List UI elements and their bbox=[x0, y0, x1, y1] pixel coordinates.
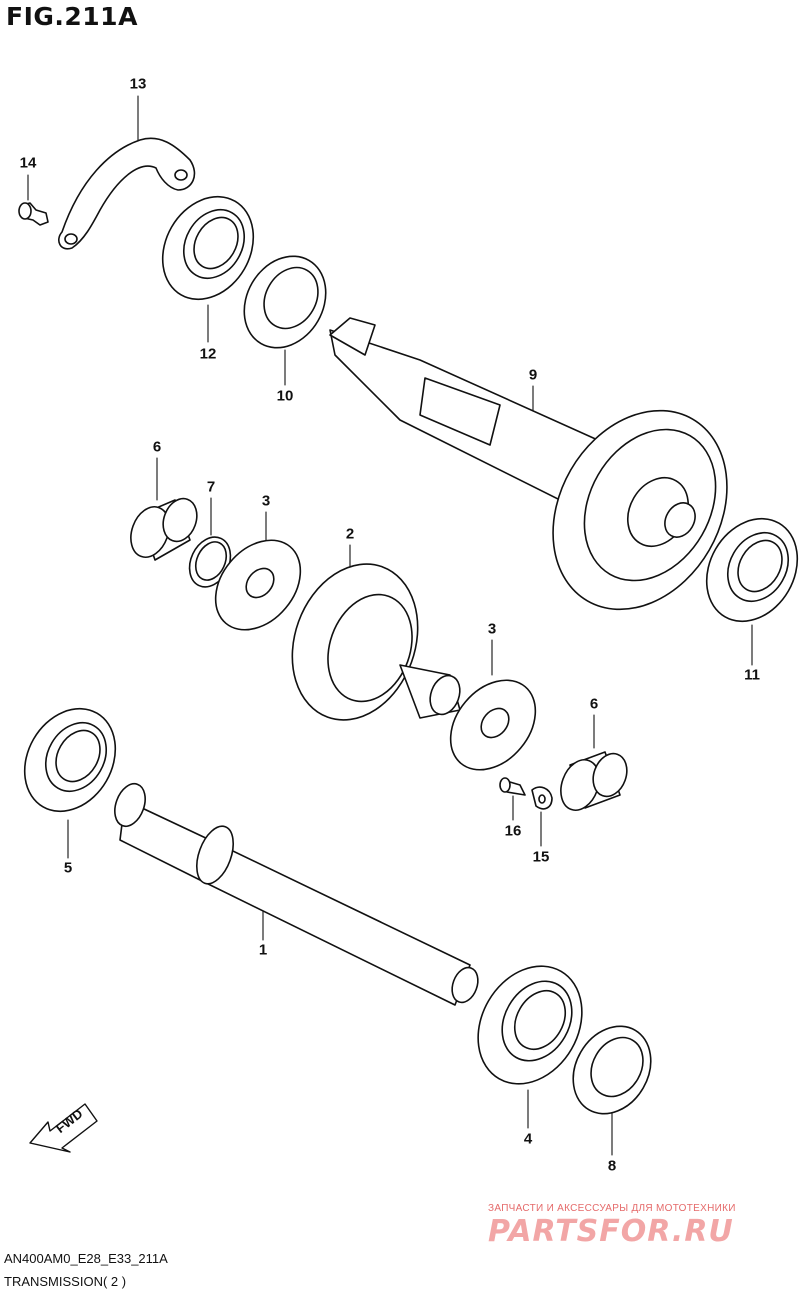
diagram-name: TRANSMISSION( 2 ) bbox=[4, 1274, 127, 1289]
callout-3-upper: 3 bbox=[261, 492, 271, 510]
seal-part-8 bbox=[572, 1025, 652, 1115]
screw-part-16 bbox=[499, 777, 526, 796]
callout-10: 10 bbox=[276, 387, 294, 405]
circlip-part-7 bbox=[188, 536, 232, 588]
callout-4: 4 bbox=[523, 1130, 533, 1148]
watermark-tagline: ЗАПЧАСТИ И АКСЕССУАРЫ ДЛЯ МОТОТЕХНИКИ bbox=[488, 1203, 736, 1214]
callout-13: 13 bbox=[129, 75, 147, 93]
bearing-part-12 bbox=[161, 195, 255, 301]
leader-lines bbox=[27, 95, 753, 1156]
callout-9: 9 bbox=[528, 366, 538, 384]
washer-part-3-lower bbox=[449, 679, 537, 771]
diagram-code: AN400AM0_E28_E33_211A bbox=[4, 1251, 168, 1266]
plate-part-15 bbox=[531, 786, 553, 810]
fwd-arrow: FWD bbox=[29, 1103, 98, 1153]
washer-part-3-upper bbox=[214, 539, 302, 631]
callout-8: 8 bbox=[607, 1157, 617, 1175]
bearing-part-11 bbox=[705, 517, 799, 623]
shaft-part-1 bbox=[114, 782, 479, 1006]
callout-6-upper: 6 bbox=[152, 438, 162, 456]
callout-16: 16 bbox=[504, 822, 522, 840]
callout-15: 15 bbox=[532, 848, 550, 866]
seal-part-10 bbox=[243, 255, 327, 349]
callout-7: 7 bbox=[206, 478, 216, 496]
needle-bearing-part-6-upper bbox=[130, 497, 198, 561]
gear-part-2 bbox=[291, 563, 461, 721]
callout-14: 14 bbox=[19, 154, 37, 172]
bearing-part-4 bbox=[477, 965, 583, 1085]
bracket-part-13 bbox=[58, 137, 196, 250]
screw-part-14 bbox=[18, 202, 49, 226]
shaft-with-gear-part-9 bbox=[329, 317, 728, 611]
callout-11: 11 bbox=[744, 666, 760, 684]
callout-5: 5 bbox=[63, 859, 73, 877]
watermark-logo: PARTSFOR.RU bbox=[488, 1214, 734, 1249]
callout-1: 1 bbox=[258, 941, 268, 959]
callout-12: 12 bbox=[199, 345, 217, 363]
callout-6-lower: 6 bbox=[589, 695, 599, 713]
figure-title: FIG.211A bbox=[6, 2, 138, 31]
callout-2: 2 bbox=[345, 525, 355, 543]
bearing-part-5 bbox=[23, 707, 117, 813]
needle-bearing-part-6-lower bbox=[560, 751, 628, 811]
callout-3-lower: 3 bbox=[487, 620, 497, 638]
